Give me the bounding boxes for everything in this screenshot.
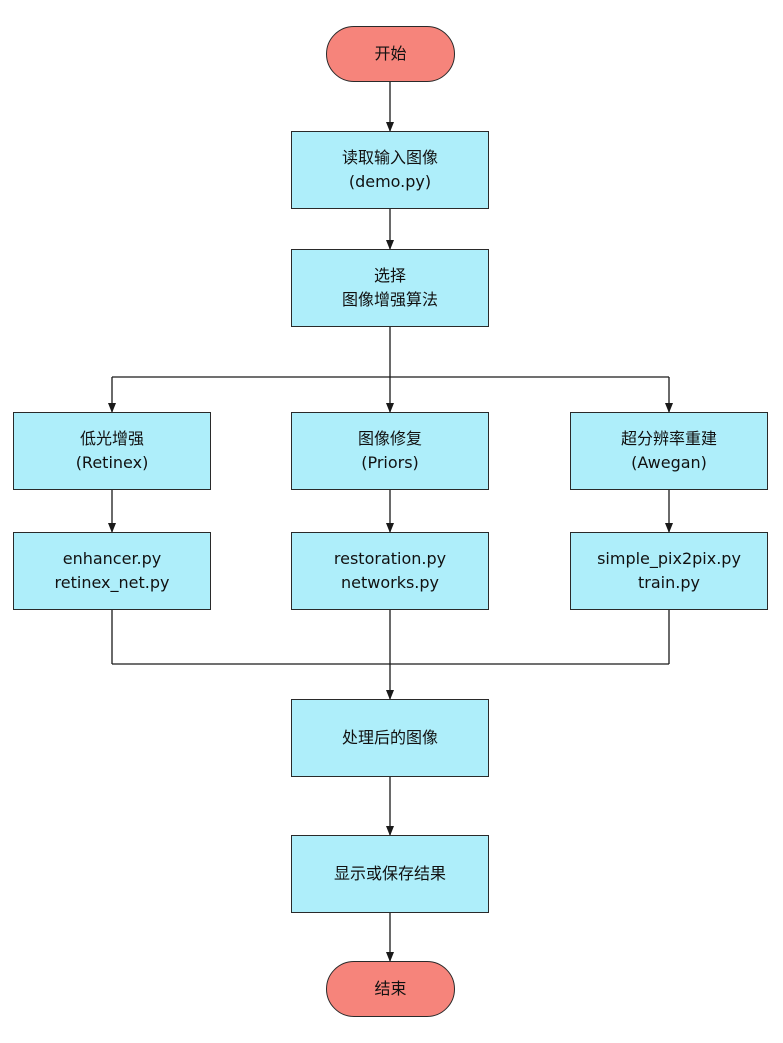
- select-label: 选择: [373, 266, 406, 285]
- image-restoration-node: 图像修复 (Priors): [291, 412, 489, 490]
- low-light-method: (Retinex): [75, 453, 149, 472]
- read-image-file: (demo.py): [348, 172, 432, 191]
- end-label: 结束: [374, 979, 407, 998]
- output-result-node: 显示或保存结果: [291, 835, 489, 913]
- output-label: 显示或保存结果: [333, 864, 446, 883]
- low-light-enhance-node: 低光增强 (Retinex): [13, 412, 211, 490]
- read-image-label: 读取输入图像: [341, 148, 438, 167]
- read-image-node: 读取输入图像 (demo.py): [291, 131, 489, 209]
- processed-image-node: 处理后的图像: [291, 699, 489, 777]
- super-resolution-node: 超分辨率重建 (Awegan): [570, 412, 768, 490]
- files-mid-node: restoration.py networks.py: [291, 532, 489, 610]
- files-left-node: enhancer.py retinex_net.py: [13, 532, 211, 610]
- file-networks: networks.py: [340, 573, 440, 592]
- file-retinex-net: retinex_net.py: [54, 573, 170, 592]
- restoration-method: (Priors): [361, 453, 419, 472]
- select-algorithm-node: 选择 图像增强算法: [291, 249, 489, 327]
- start-label: 开始: [374, 44, 407, 63]
- file-restoration: restoration.py: [333, 549, 447, 568]
- files-right-node: simple_pix2pix.py train.py: [570, 532, 768, 610]
- low-light-label: 低光增强: [79, 429, 144, 448]
- end-node: 结束: [326, 961, 455, 1017]
- file-train: train.py: [638, 573, 700, 592]
- start-node: 开始: [326, 26, 455, 82]
- super-resolution-method: (Awegan): [631, 453, 707, 472]
- select-algorithm-label: 图像增强算法: [341, 290, 438, 309]
- processed-label: 处理后的图像: [341, 728, 438, 747]
- file-simple-pix2pix: simple_pix2pix.py: [597, 549, 741, 568]
- restoration-label: 图像修复: [357, 429, 422, 448]
- file-enhancer: enhancer.py: [62, 549, 162, 568]
- super-resolution-label: 超分辨率重建: [620, 429, 717, 448]
